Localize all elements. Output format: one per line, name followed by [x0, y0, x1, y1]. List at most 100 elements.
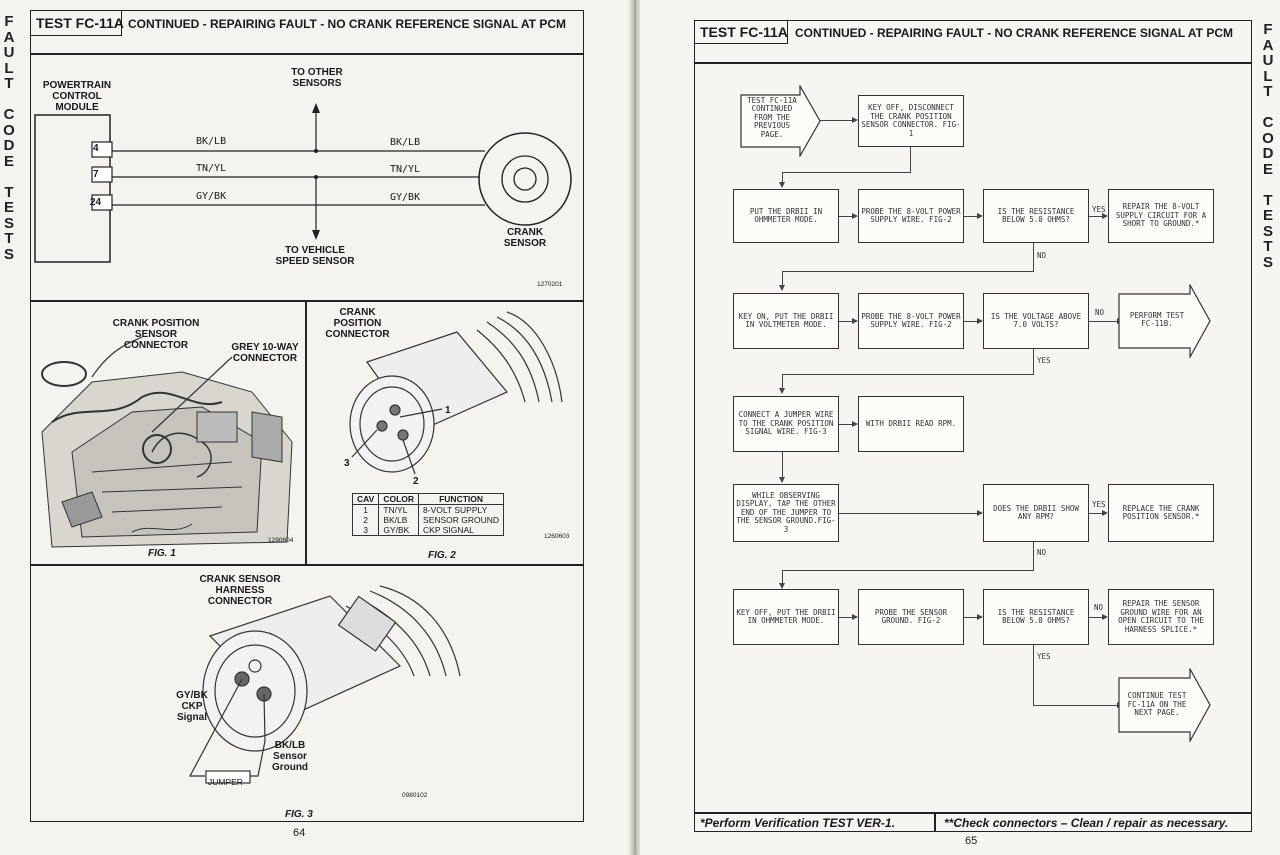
flow-step-voltmeter-mode: KEY ON, PUT THE DRBII IN VOLTMETER MODE.: [733, 293, 839, 349]
flow-step-connect-jumper: CONNECT A JUMPER WIRE TO THE CRANK POSIT…: [733, 396, 839, 452]
side-tab-letter: F: [4, 13, 14, 30]
side-tab-letter: T: [4, 230, 14, 247]
side-tab-letter: [1261, 100, 1275, 116]
flow-connector: [1033, 645, 1034, 705]
flow-step-repair-short: REPAIR THE 8-VOLT SUPPLY CIRCUIT FOR A S…: [1108, 189, 1214, 243]
flow-arrowhead: [1102, 614, 1108, 620]
fig2-cavity-table: CAV COLOR FUNCTION 1 TN/YL 8-VOLT SUPPLY…: [351, 493, 505, 536]
flow-connector: [782, 570, 1034, 571]
flow-connector: [964, 617, 977, 618]
flow-step-read-rpm: WITH DRBII READ RPM.: [858, 396, 964, 452]
side-tab-letter: L: [4, 59, 14, 77]
flow-arrowhead: [977, 213, 983, 219]
book-gutter: [628, 0, 642, 855]
flow-connector: [839, 513, 977, 514]
side-tab-letter: C: [1262, 114, 1274, 131]
fig1-caption: FIG. 1: [148, 548, 176, 559]
flow-connector: [1033, 705, 1117, 706]
flow-connector: [782, 271, 1034, 272]
fig3-bk-lb-label: BK/LB Sensor Ground: [271, 740, 309, 773]
test-id-box: [30, 10, 122, 36]
flow-no-label: NO: [1095, 308, 1105, 317]
flow-yes-label: YES: [1092, 500, 1106, 509]
flow-arrowhead: [1102, 510, 1108, 516]
flow-no-label: NO: [1037, 548, 1047, 557]
fig3-caption: FIG. 3: [285, 809, 313, 820]
page-number-right: 65: [965, 835, 978, 847]
flow-arrowhead: [977, 614, 983, 620]
fig2-ref: 1260603: [544, 533, 570, 540]
flow-step-repair-ground: REPAIR THE SENSOR GROUND WIRE FOR AN OPE…: [1108, 589, 1214, 645]
fig3-harness-label: CRANK SENSOR HARNESS CONNECTOR: [199, 574, 281, 607]
fig2-caption: FIG. 2: [428, 550, 456, 561]
flow-connector: [782, 271, 783, 287]
wire-bk-lb-right: BK/LB: [390, 137, 421, 148]
flow-connector: [1033, 542, 1034, 570]
flow-connector: [964, 321, 977, 322]
left-page-frame: [30, 10, 584, 822]
pcm-label: POWERTRAIN CONTROL MODULE: [42, 80, 112, 113]
flow-connector: [839, 617, 852, 618]
side-tab-letter: S: [1262, 253, 1273, 271]
flow-connector: [1089, 513, 1102, 514]
to-other-sensors-label: TO OTHER SENSORS: [291, 67, 343, 89]
table-header: CAV: [351, 493, 380, 505]
pin-24: 24: [90, 197, 102, 208]
page-number-left: 64: [293, 827, 306, 839]
test-id-box: [694, 20, 788, 44]
flow-decision-rpm: DOES THE DRBII SHOW ANY RPM?: [983, 484, 1089, 542]
side-tab-letter: E: [3, 199, 14, 216]
flow-step-tap-jumper: WHILE OBSERVING DISPLAY, TAP THE OTHER E…: [733, 484, 839, 542]
table-row: 1 TN/YL 8-VOLT SUPPLY: [351, 504, 505, 515]
side-tab-letter: U: [1262, 52, 1274, 69]
fig1-grey-connector-label: GREY 10-WAY CONNECTOR: [231, 342, 299, 364]
test-id: TEST FC-11A: [36, 15, 124, 31]
side-tab-letter: T: [4, 75, 14, 92]
side-tab-letter: A: [3, 28, 15, 46]
pin-4: 4: [93, 143, 99, 154]
flow-arrowhead: [852, 421, 858, 427]
table-header: COLOR: [378, 493, 420, 505]
divider: [694, 812, 1252, 814]
flow-step-ohmmeter-mode: PUT THE DRBII IN OHMMETER MODE.: [733, 189, 839, 243]
engine-bay-illustration: [41, 336, 293, 548]
flow-step-probe-ground: PROBE THE SENSOR GROUND. FIG-2: [858, 589, 964, 645]
side-tab-letter: D: [3, 137, 15, 154]
flow-arrowhead: [1102, 213, 1108, 219]
flow-arrowhead: [977, 318, 983, 324]
fig3-ref: 0980102: [402, 792, 428, 799]
side-tab-letter: [2, 92, 16, 108]
flow-no-label: NO: [1094, 603, 1104, 612]
side-tab-letter: S: [3, 214, 14, 232]
side-tab-letter: T: [1263, 238, 1273, 255]
side-tab-letter: E: [3, 152, 14, 170]
flow-arrowhead: [852, 318, 858, 324]
table-header: FUNCTION: [418, 493, 505, 505]
flow-arrowhead: [779, 477, 785, 483]
flow-start-arrow-shape: [740, 85, 821, 157]
flow-yes-label: YES: [1037, 652, 1051, 661]
flow-continue-arrow-shape: [1118, 668, 1211, 742]
flow-arrowhead: [779, 285, 785, 291]
divider: [305, 300, 307, 564]
table-row: 2 BK/LB SENSOR GROUND: [351, 515, 505, 525]
fig1-crank-connector-label: CRANK POSITION SENSOR CONNECTOR: [112, 318, 200, 351]
flow-step-replace-sensor: REPLACE THE CRANK POSITION SENSOR.*: [1108, 484, 1214, 542]
flow-arrowhead: [852, 213, 858, 219]
flow-decision-resistance-2: IS THE RESISTANCE BELOW 5.0 OHMS?: [983, 589, 1089, 645]
right-page-frame: [694, 20, 1252, 832]
side-tab-letter: [2, 169, 16, 185]
page-title: CONTINUED - REPAIRING FAULT - NO CRANK R…: [128, 17, 566, 31]
flow-arrowhead: [852, 117, 858, 123]
fig2-callout-1: 1: [445, 405, 451, 416]
wire-gy-bk-left: GY/BK: [196, 191, 227, 202]
side-tab-letter: E: [1262, 160, 1273, 178]
flow-step-probe-8v-2: PROBE THE 8-VOLT POWER SUPPLY WIRE. FIG-…: [858, 293, 964, 349]
side-tab-letter: C: [3, 106, 15, 123]
crank-position-connector-illustration: [349, 311, 563, 475]
page-title: CONTINUED - REPAIRING FAULT - NO CRANK R…: [795, 26, 1233, 40]
fig1-ref: 1290604: [268, 537, 294, 544]
flow-step-probe-8v: PROBE THE 8-VOLT POWER SUPPLY WIRE. FIG-…: [858, 189, 964, 243]
flow-connector: [1033, 243, 1034, 271]
flow-yes-label: YES: [1092, 205, 1106, 214]
